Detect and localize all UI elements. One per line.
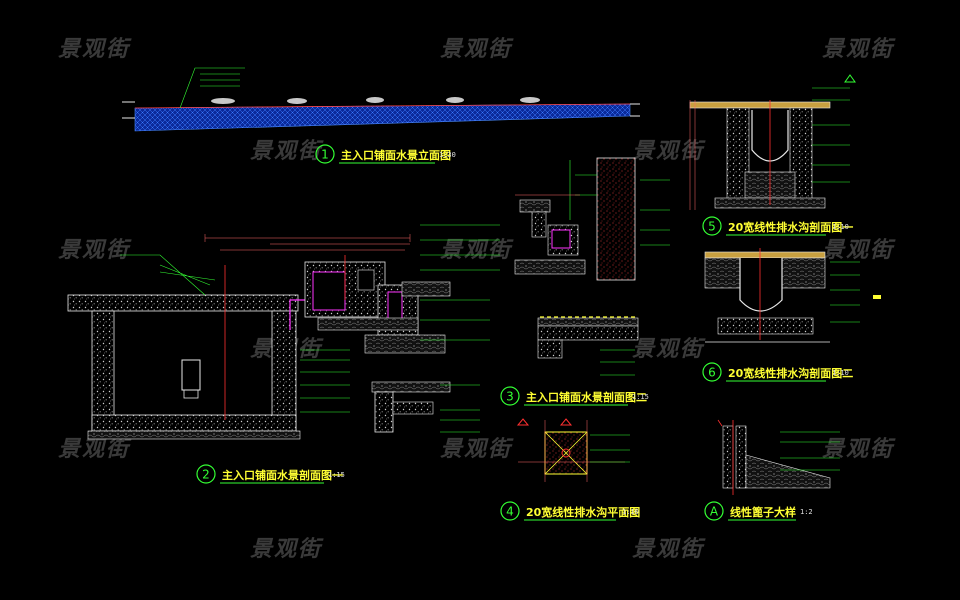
detail-title-text: 20宽线性排水沟剖面图二 (728, 366, 853, 380)
detail-scale: 1:10 (832, 369, 849, 377)
detail-title-text: 线性篦子大样 (730, 505, 796, 519)
detail-title-text: 20宽线性排水沟剖面图一 (728, 220, 853, 234)
detail-2-section-drawing (67, 224, 500, 440)
detail-number: A (710, 505, 719, 519)
detail-number: 3 (506, 390, 514, 404)
detail-number-badge (315, 144, 335, 164)
detail-title-text: 主入口铺面水景剖面图一 (222, 468, 343, 482)
watermark: 景观街 (822, 238, 896, 263)
watermark: 景观街 (58, 238, 132, 263)
detail-title-text: 主入口铺面水景立面图 (341, 148, 451, 162)
detail-number: 1 (321, 148, 329, 162)
detail-scale: 1:2 (800, 508, 813, 516)
detail-number: 5 (708, 220, 716, 234)
watermark: 景观街 (440, 238, 514, 263)
detail-number: 2 (202, 468, 210, 482)
watermark: 景观街 (58, 437, 132, 462)
detail-4-plan-drawing (516, 418, 630, 482)
detail-1-title: 1 主入口铺面水景立面图 1:30 (315, 144, 456, 164)
watermark: 景观街 (250, 139, 324, 164)
detail-scale: 1:10 (622, 508, 639, 516)
detail-title-text: 20宽线性排水沟平面图 (526, 505, 640, 519)
watermark: 景观街 (632, 337, 706, 362)
detail-2b-step-drawing (371, 381, 480, 433)
detail-number-badge (500, 386, 520, 406)
detail-number: 6 (708, 366, 716, 380)
detail-number-badge (196, 464, 216, 484)
watermark: 景观街 (440, 437, 514, 462)
detail-number-badge (704, 501, 724, 521)
detail-4-title: 4 20宽线性排水沟平面图 1:10 (500, 501, 640, 521)
detail-scale: 1:30 (439, 151, 456, 159)
detail-3-title: 3 主入口铺面水景剖面图二 1:15 (500, 386, 649, 406)
detail-5-drain-section-drawing (689, 74, 856, 210)
watermark: 景观街 (250, 537, 324, 562)
detail-scale: 1:10 (832, 223, 849, 231)
detail-1-elevation-drawing (122, 67, 640, 132)
watermark: 景观街 (58, 37, 132, 62)
detail-number-badge (500, 501, 520, 521)
detail-scale: 1:15 (328, 471, 345, 479)
detail-number-badge (702, 362, 722, 382)
detail-a-title: A 线性篦子大样 1:2 (704, 501, 813, 521)
watermark: 景观街 (632, 139, 706, 164)
detail-scale: 1:15 (632, 393, 649, 401)
detail-a-grate-drawing (717, 419, 840, 495)
watermark: 景观街 (632, 537, 706, 562)
detail-6-title: 6 20宽线性排水沟剖面图二 1:10 (702, 362, 853, 382)
detail-3-upper-section-drawing (514, 157, 670, 281)
detail-number-badge (702, 216, 722, 236)
detail-number: 4 (506, 505, 514, 519)
detail-title-text: 主入口铺面水景剖面图二 (526, 390, 647, 404)
detail-3-section-drawing (537, 316, 639, 376)
detail-6-drain-section-drawing (704, 248, 881, 343)
detail-2-title: 2 主入口铺面水景剖面图一 1:15 (196, 464, 345, 484)
watermark-layer: 景观街 景观街 景观街 景观街 景观街 景观街 景观街 景观街 景观街 景观街 … (58, 37, 896, 562)
watermark: 景观街 (440, 37, 514, 62)
watermark: 景观街 (822, 37, 896, 62)
detail-5-title: 5 20宽线性排水沟剖面图一 1:10 (702, 216, 853, 236)
